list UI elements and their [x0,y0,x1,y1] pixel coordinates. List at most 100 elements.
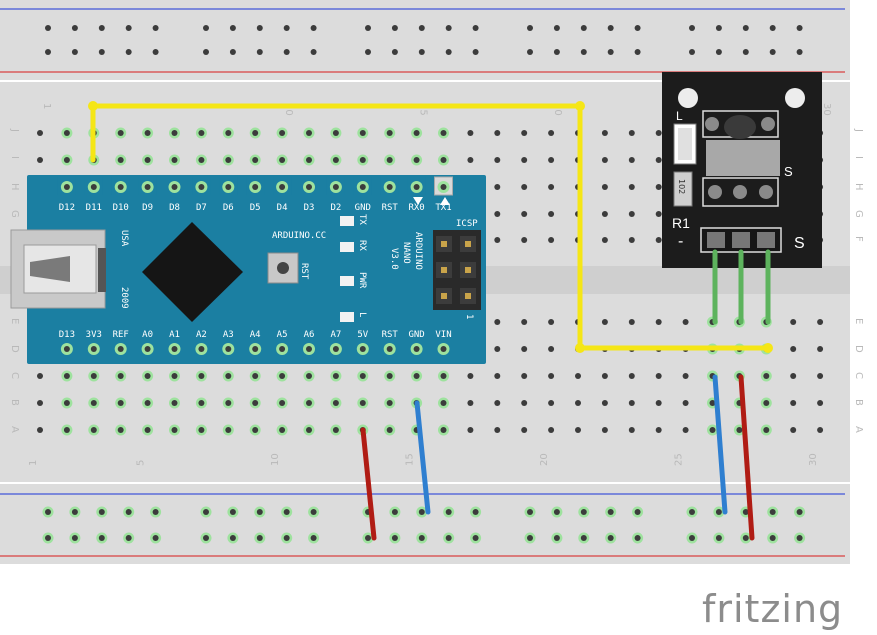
nano-pin-label-top: D8 [169,203,180,213]
breadboard-hole [494,319,501,325]
column-number-bottom: 5 [136,460,147,466]
breadboard-hole [467,130,474,136]
row-letter-right: A [853,426,864,433]
breadboard-hole [628,373,635,379]
breadboard-hole [440,130,447,136]
brand-url: ARDUINO.CC [272,231,326,241]
breadboard-hole [817,400,824,406]
rail-hole [283,49,290,55]
rail-hole [607,509,614,515]
breadboard-hole [628,130,635,136]
breadboard-hole [763,427,770,433]
nano-pin-label-top: TX1 [435,203,451,213]
breadboard-hole [494,373,501,379]
breadboard-hole [575,373,581,379]
breadboard-hole [655,157,662,163]
column-number-top: 20 [552,103,563,116]
rail-hole [283,509,290,515]
rail-hole [391,509,398,515]
breadboard-hole [359,400,366,406]
rail-hole [769,49,776,55]
rail-hole [365,49,371,55]
rail-hole [472,49,479,55]
nano-pin-label-bottom: A1 [169,330,180,340]
rail-hole [553,535,560,541]
breadboard-hole [575,400,581,406]
rail-hole [256,509,263,515]
year-label: 2009 [119,287,129,309]
rail-hole [634,49,641,55]
breadboard-hole [198,130,205,136]
breadboard-hole [225,130,232,136]
rail-hole [125,49,132,55]
breadboard-hole [332,130,339,136]
nano-pin-label-bottom: A3 [223,330,234,340]
breadboard-hole [171,400,178,406]
breadboard-hole [306,130,312,136]
rail-hole [553,509,560,515]
breadboard-hole [548,427,555,433]
breadboard-hole [628,427,635,433]
breadboard-hole [763,400,770,406]
ir-pin-s: S [794,235,805,252]
breadboard-hole [682,427,689,433]
breadboard-hole [548,237,555,243]
nano-pin-label-bottom: A4 [250,330,261,340]
breadboard-hole [144,427,151,433]
breadboard-hole [90,427,97,433]
icsp-header [433,230,481,310]
breadboard-hole [790,400,797,406]
breadboard-hole [117,400,124,406]
led-label-tx: TX [357,214,367,225]
breadboard-hole [548,211,555,217]
breadboard-hole [790,373,797,379]
breadboard-hole [63,427,70,433]
board-name-line-2: NANO [401,242,411,264]
nano-pin-label-bottom: A2 [196,330,207,340]
breadboard-hole [171,373,178,379]
nano-pin-label-top: D2 [330,203,341,213]
breadboard-hole [440,427,447,433]
nano-pin-label-top: RST [382,203,399,213]
rail-hole [203,509,209,515]
ir-sensor-body [706,140,780,176]
rail-hole [553,49,560,55]
breadboard-hole [63,373,70,379]
resistor-label: R1 [672,215,690,231]
breadboard-hole [817,427,824,433]
blue-wire-ir-gnd [712,374,728,515]
column-number-bottom: 25 [674,453,685,466]
row-letter-left: J [9,128,20,132]
breadboard-hole [144,373,151,379]
rail-hole [71,535,78,541]
rail-hole [715,25,722,31]
breadboard-hole [279,427,286,433]
nano-pin-label-top: D10 [113,203,129,213]
nano-pin-label-top: D4 [277,203,288,213]
led-label-pwr: PWR [357,272,367,289]
breadboard-hole [601,211,608,217]
rail-hole [283,25,290,31]
nano-pin-label-top: D5 [250,203,261,213]
icsp-pin [465,267,471,273]
breadboard-hole [548,400,555,406]
breadboard-hole [37,373,43,379]
breadboard-hole [144,400,151,406]
rail-hole [45,25,51,31]
breadboard-hole [628,184,635,190]
mcu-chip [142,222,243,322]
breadboard-hole [521,237,528,243]
breadboard-hole [198,373,205,379]
breadboard-hole [655,184,662,190]
rail-hole [229,25,236,31]
red-wire-5v [360,427,377,541]
rail-hole [715,49,722,55]
breadboard-hole [386,130,393,136]
breadboard-hole [548,373,555,379]
board-name-line-3: V3.0 [389,248,399,270]
led-label-rx: RX [357,240,367,251]
rail-hole [98,25,105,31]
breadboard-hole [359,373,366,379]
breadboard-hole [521,184,528,190]
